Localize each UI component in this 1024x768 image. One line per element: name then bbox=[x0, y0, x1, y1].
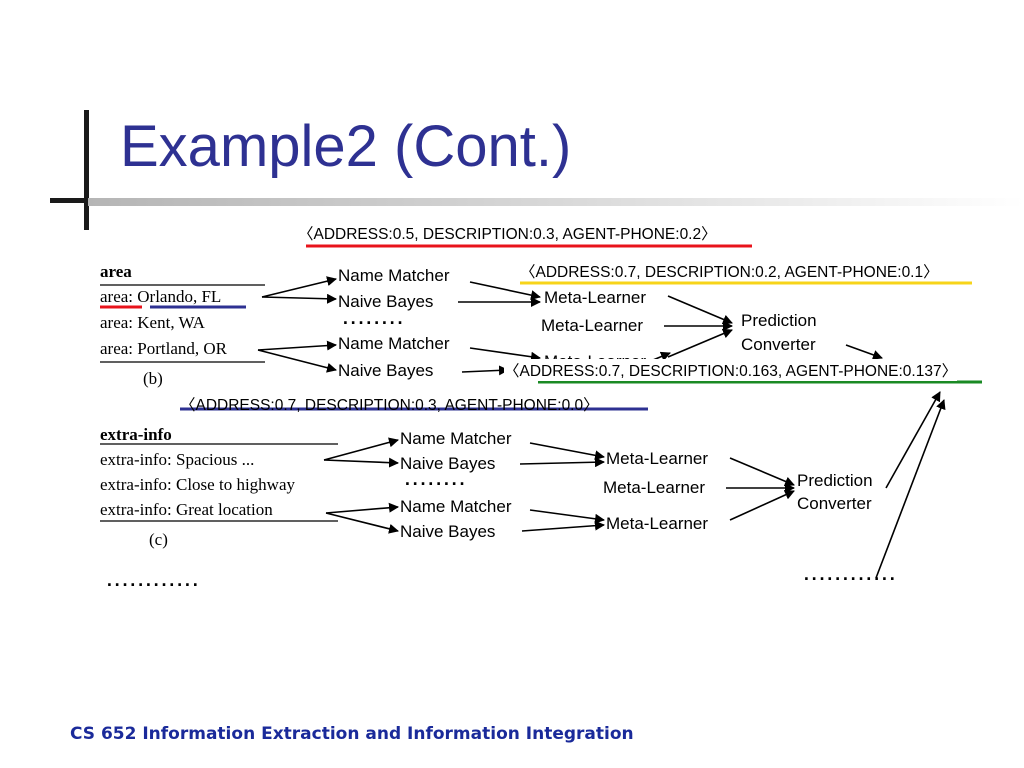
panel-c-row-3: extra-info: Great location bbox=[100, 500, 273, 519]
panel-c-name-matcher-1: Name Matcher bbox=[400, 429, 512, 448]
title-bar-horizontal bbox=[50, 198, 120, 203]
title-rule bbox=[88, 198, 1024, 206]
panel-b-converter-line-1: Prediction bbox=[741, 311, 817, 330]
panel-c-header: extra-info bbox=[100, 425, 172, 444]
panel-c-meta-learner-2: Meta-Learner bbox=[603, 478, 706, 497]
panel-b-naive-bayes-1: Naive Bayes bbox=[338, 292, 434, 311]
footer-text: CS 652 Information Extraction and Inform… bbox=[70, 724, 634, 744]
panel-b-row-1: area: Orlando, FL bbox=[100, 287, 222, 306]
panel-c-naive-bayes-2: Naive Bayes bbox=[400, 522, 496, 541]
title-bar-vertical bbox=[84, 110, 89, 230]
panel-b-meta-learner-1: Meta-Learner bbox=[544, 288, 647, 307]
prediction-blue: 〈ADDRESS:0.7, DESCRIPTION:0.3, AGENT-PHO… bbox=[180, 397, 599, 414]
slide-title: Example2 (Cont.) bbox=[120, 114, 572, 179]
prediction-top: 〈ADDRESS:0.5, DESCRIPTION:0.3, AGENT-PHO… bbox=[298, 226, 717, 243]
panel-b-header: area bbox=[100, 262, 132, 281]
panel-c-dots: ········ bbox=[402, 475, 467, 495]
panel-b-converter-line-2: Converter bbox=[741, 335, 816, 354]
prediction-yellow: 〈ADDRESS:0.7, DESCRIPTION:0.2, AGENT-PHO… bbox=[520, 264, 939, 281]
bottom-dots-left: ············ bbox=[104, 576, 201, 596]
panel-c-caption: (c) bbox=[149, 530, 168, 549]
panel-c-row-1: extra-info: Spacious ... bbox=[100, 450, 255, 469]
panel-b-name-matcher-1: Name Matcher bbox=[338, 266, 450, 285]
panel-c-converter-line-2: Converter bbox=[797, 494, 872, 513]
panel-b-name-matcher-2: Name Matcher bbox=[338, 334, 450, 353]
panel-b-meta-learner-2: Meta-Learner bbox=[541, 316, 644, 335]
panel-b-naive-bayes-2: Naive Bayes bbox=[338, 361, 434, 380]
panel-c-converter-line-1: Prediction bbox=[797, 471, 873, 490]
panel-b-row-3: area: Portland, OR bbox=[100, 339, 227, 358]
prediction-green: 〈ADDRESS:0.7, DESCRIPTION:0.163, AGENT-P… bbox=[504, 359, 958, 381]
panel-c-meta-learner-3: Meta-Learner bbox=[606, 514, 709, 533]
panel-c-naive-bayes-1: Naive Bayes bbox=[400, 454, 496, 473]
panel-b-caption: (b) bbox=[143, 369, 163, 388]
bottom-dots-right: ············ bbox=[801, 570, 898, 590]
panel-c-row-2: extra-info: Close to highway bbox=[100, 475, 295, 494]
panel-c-name-matcher-2: Name Matcher bbox=[400, 497, 512, 516]
panel-c-meta-learner-1: Meta-Learner bbox=[606, 449, 709, 468]
panel-b-dots: ········ bbox=[340, 314, 405, 334]
panel-b-row-2: area: Kent, WA bbox=[100, 313, 205, 332]
